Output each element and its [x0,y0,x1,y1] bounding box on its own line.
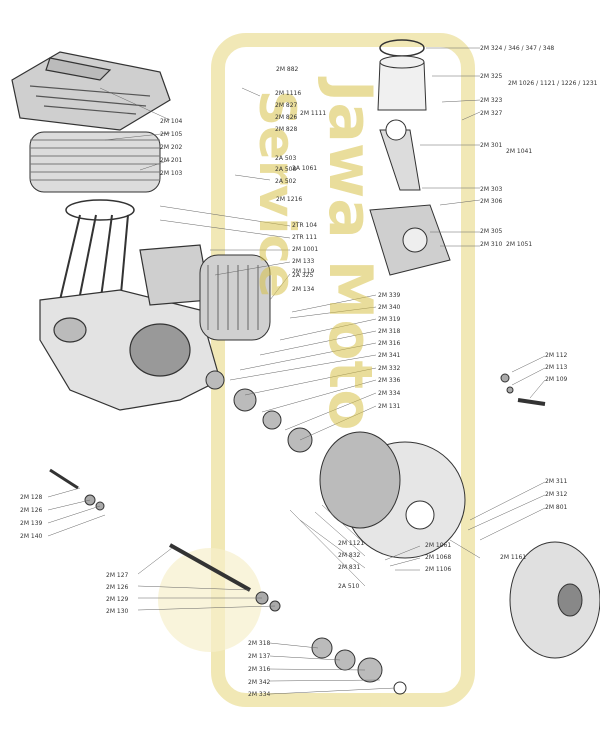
part-number-label: 2M 134 [292,286,315,293]
part-number-label: 2M 305 [480,228,503,235]
part-number-label: 2M 801 [545,504,568,511]
part-number-label: 2M 140 [20,533,43,540]
part-number-label: 2M 318 [378,328,401,335]
part-number-label: 2M 318 [248,640,271,647]
part-number-label: 2M 129 [106,596,129,603]
part-number-label: 2M 341 [378,352,401,359]
part-number-label: 2M 828 [275,126,298,133]
part-number-label: 2M 104 [160,118,183,125]
part-number-label: 2M 306 [480,198,503,205]
part-number-label: 2M 323 [480,97,503,104]
part-number-label: 2A 325 [292,272,314,279]
part-number-label: 2A 502 [275,178,297,185]
part-number-label: 2M 316 [378,340,401,347]
watermark-frame [158,33,475,707]
part-number-label: 2M 133 [292,258,315,265]
part-number-label: 2M 1116 [275,90,302,97]
part-number-label: 2M 130 [106,608,129,615]
part-number-label: 2M 202 [160,144,183,151]
part-number-label: 2M 1061 [425,542,452,549]
part-number-label: 2M 826 [275,114,298,121]
part-number-label: 2A 508 [275,166,297,173]
leader-lines [47,47,546,695]
cylinder-barrel [29,131,161,193]
part-number-label: 2M 1068 [425,554,452,561]
part-number-label: 2M 1161 [500,554,527,561]
part-number-label: 2M 342 [248,679,271,686]
part-number-label: 2M 336 [378,377,401,384]
part-number-label: 2M 1106 [425,566,452,573]
part-number-label: 2M 1216 [276,196,303,203]
svg-text:Jawa Moto: Jawa Moto [315,76,385,430]
part-number-label: 2M 105 [160,131,183,138]
part-number-label: 2TR 104 [292,222,318,229]
flywheel [319,431,466,559]
part-number-label: 2M 128 [20,494,43,501]
part-number-label: 2M 131 [378,403,401,410]
part-number-label: 2M 340 [378,304,401,311]
part-number-label: 2M 126 [106,584,129,591]
svg-text:Service: Service [248,90,306,298]
part-number-label: 2M 1051 [506,241,533,248]
part-number-label: 2M 126 [20,507,43,514]
part-number-label: 2M 127 [106,572,129,579]
part-number-label: 2M 1026 / 1121 / 1226 / 1231 [508,80,598,87]
part-number-label: 2M 301 [480,142,503,149]
part-number-label: 2M 1111 [300,110,327,117]
part-number-label: 2M 113 [545,364,568,371]
part-number-label: 2M 312 [545,491,568,498]
piston [377,39,427,111]
part-number-label: 2M 201 [160,157,183,164]
part-number-label: 2M 332 [378,365,401,372]
part-number-label: 2M 139 [20,520,43,527]
part-number-label: 2A 510 [338,583,360,590]
part-number-label: 2M 109 [545,376,568,383]
connecting-rod [379,119,421,191]
part-number-label: 2M 882 [276,66,299,73]
part-number-label: 2M 827 [275,102,298,109]
part-number-label: 2M 334 [378,390,401,397]
part-number-label: 2M 112 [545,352,568,359]
part-number-label: 2M 334 [248,691,271,698]
clutch-drum [509,541,600,659]
stator [199,254,271,341]
part-number-label: 2A 503 [275,155,297,162]
left-stud [49,468,105,511]
part-number-label: 2M 832 [338,552,361,559]
part-number-label: 2M 103 [160,170,183,177]
part-number-label: 2M 325 [480,73,503,80]
lower-bearings [311,637,407,695]
part-number-label: 2A 1061 [292,165,318,172]
part-number-label: 2M 1001 [292,246,319,253]
part-number-label: 2M 1121 [338,540,365,547]
gasket [65,199,135,221]
part-number-label: 2M 303 [480,186,503,193]
part-number-label: 2M 311 [545,478,568,485]
part-number-label: 2M 310 [480,241,503,248]
part-number-label: 2M 1041 [506,148,533,155]
side-bolt [500,373,546,406]
part-number-label: 2M 119 [292,268,315,275]
part-number-label: 2TR 111 [292,234,318,241]
cylinder-head [11,51,171,131]
part-number-label: 2M 327 [480,110,503,117]
part-number-label: 2M 831 [338,564,361,571]
part-number-label: 2M 324 / 346 / 347 / 348 [480,45,555,52]
part-number-label: 2M 137 [248,653,271,660]
crankcase [39,244,221,411]
crankshaft [369,204,451,276]
part-number-label: 2M 316 [248,666,271,673]
part-number-label: 2M 339 [378,292,401,299]
part-number-label: 2M 319 [378,316,401,323]
